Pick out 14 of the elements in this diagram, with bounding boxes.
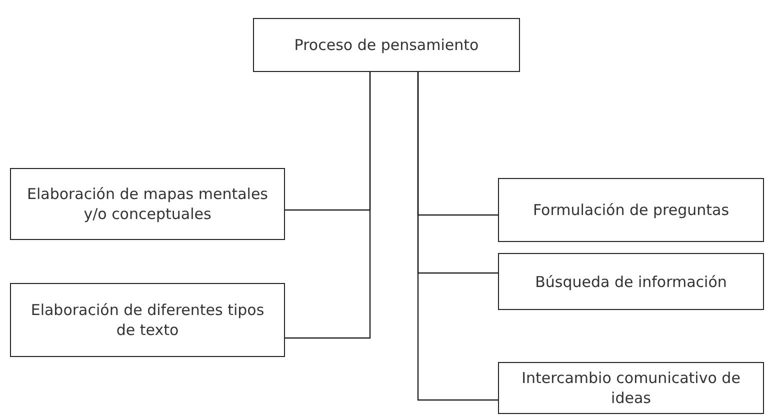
box-text: Proceso de pensamiento [294, 35, 479, 55]
box-text: Elaboración de diferentes tipos de texto [30, 300, 266, 340]
box-text: Intercambio comunicativo de ideas [520, 368, 742, 408]
process-box [10, 168, 285, 240]
connector-line [417, 72, 498, 401]
box-text: Formulación de preguntas [532, 200, 730, 220]
box-text: Búsqueda de información [535, 272, 727, 292]
box-text: Elaboración de mapas mentales y/o conceptuales [26, 184, 269, 224]
process-box [498, 178, 764, 242]
connector-line [285, 72, 371, 339]
process-box [10, 283, 285, 357]
process-box [253, 18, 520, 72]
process-box [498, 253, 764, 310]
process-box [498, 362, 764, 414]
